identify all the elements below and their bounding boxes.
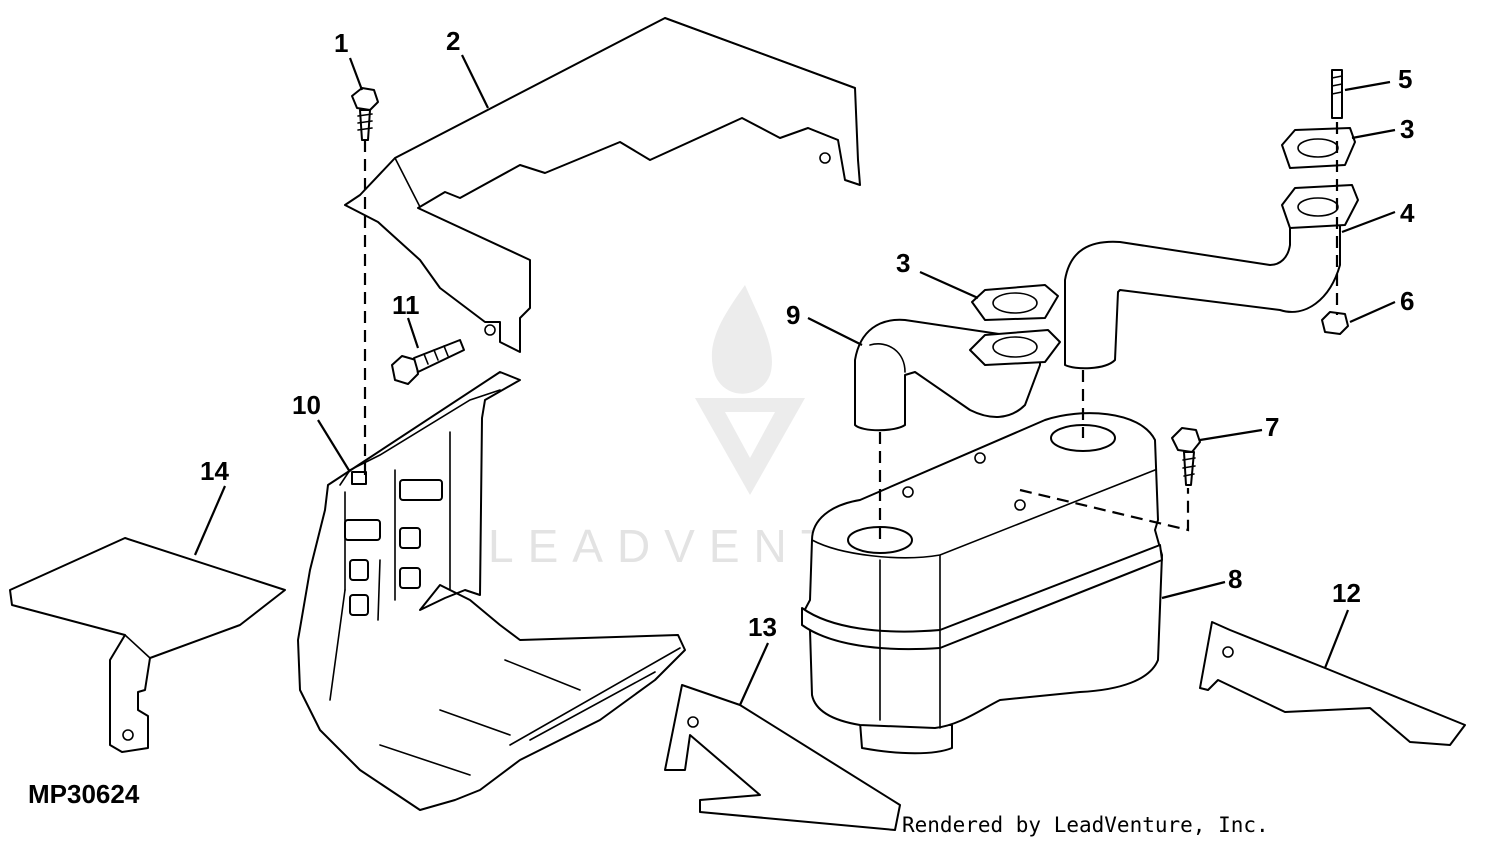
- part-4-exhaust-pipe: [1064, 221, 1341, 370]
- callout-2: 2: [446, 26, 460, 56]
- part-10-mounting-bracket: [297, 371, 686, 811]
- part-13-bracket: [664, 684, 901, 831]
- callout-3-upper: 3: [1400, 114, 1414, 144]
- callout-10: 10: [292, 390, 321, 420]
- callout-6: 6: [1400, 286, 1414, 316]
- credit-text: Rendered by LeadVenture, Inc.: [902, 813, 1269, 837]
- watermark-logo: [695, 285, 805, 495]
- part-5-stud: [1331, 69, 1343, 119]
- part-6-nut: [1321, 311, 1349, 335]
- callout-1: 1: [334, 28, 348, 58]
- part-1-bolt: [351, 87, 379, 141]
- callout-7: 7: [1265, 412, 1279, 442]
- part-3-gasket-upper: [1281, 127, 1359, 229]
- part-7-bolt: [1171, 427, 1201, 486]
- part-14-deflector-plate: [9, 537, 286, 753]
- part-12-bracket: [1199, 621, 1466, 746]
- part-8-muffler: [801, 412, 1163, 755]
- leader-lines: [193, 54, 1396, 706]
- callout-3-lower: 3: [896, 248, 910, 278]
- figure-id: MP30624: [28, 779, 140, 809]
- part-3-gasket-lower: [969, 284, 1061, 366]
- callout-4: 4: [1400, 198, 1415, 228]
- callout-14: 14: [200, 456, 229, 486]
- part-2-heat-shield: [344, 17, 861, 353]
- callout-11: 11: [392, 290, 420, 320]
- callout-8: 8: [1228, 564, 1242, 594]
- callout-5: 5: [1398, 64, 1412, 94]
- callout-9: 9: [786, 300, 800, 330]
- callout-13: 13: [748, 612, 777, 642]
- alignment-lines: [363, 122, 1339, 540]
- part-11-bolt: [391, 339, 465, 385]
- callout-12: 12: [1332, 578, 1361, 608]
